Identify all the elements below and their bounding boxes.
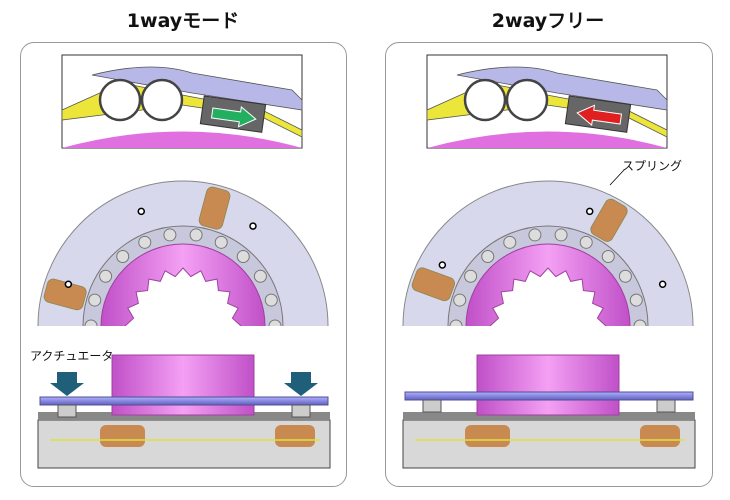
roller [481, 249, 495, 263]
inner-race [62, 131, 302, 148]
roller [264, 293, 278, 307]
pin [585, 207, 594, 216]
bolt [57, 404, 77, 418]
actuator-label: アクチュエータ [30, 349, 114, 363]
spring-side [640, 425, 680, 447]
pin [249, 222, 257, 230]
bolt [656, 399, 676, 413]
hub-side [111, 354, 255, 416]
actuator-plate [39, 396, 329, 406]
roller [140, 78, 184, 122]
hub-side [476, 354, 620, 416]
roller [116, 249, 130, 263]
clutch-ring [402, 180, 694, 326]
pin [658, 280, 667, 289]
spring-side [465, 425, 510, 447]
title-2way: 2wayフリー [491, 10, 605, 32]
roller [463, 78, 507, 122]
roller [579, 235, 593, 249]
spring-label: スプリング [622, 159, 683, 173]
roller [99, 269, 113, 283]
spring-side [275, 425, 315, 447]
pin [438, 261, 447, 269]
outer-race [456, 66, 668, 111]
spring-leader-line [609, 169, 625, 186]
spline-bore [489, 267, 607, 326]
pin [137, 207, 146, 216]
roller [618, 269, 632, 283]
roller [633, 319, 647, 326]
roller [236, 249, 250, 263]
roller [528, 228, 542, 242]
title-1way: 1wayモード [126, 10, 240, 32]
actuator-arrow-icon [50, 372, 84, 396]
roller [84, 319, 98, 326]
roller [98, 78, 142, 122]
bolt [291, 404, 311, 418]
base-plate [403, 412, 695, 420]
roller [464, 269, 478, 283]
roller [449, 319, 463, 326]
direction-arrow-icon [210, 105, 257, 128]
roller [503, 235, 517, 249]
spring-side [100, 425, 145, 447]
spring [590, 198, 628, 242]
roller [163, 228, 177, 242]
direction-arrow-icon [576, 104, 623, 127]
roller [268, 319, 282, 326]
roller [505, 78, 549, 122]
roller [214, 235, 228, 249]
inner-race [427, 131, 667, 148]
bolt [422, 399, 442, 413]
roller [453, 293, 467, 307]
spring [411, 267, 455, 302]
roller [554, 228, 568, 242]
actuator-arrow-icon [284, 372, 318, 396]
actuator-plate [404, 391, 694, 401]
roller [88, 293, 102, 307]
spring [198, 186, 231, 230]
pin [64, 280, 73, 289]
roller [138, 235, 152, 249]
roller [601, 249, 615, 263]
outer-race [91, 66, 303, 111]
roller [253, 269, 267, 283]
roller [629, 293, 643, 307]
clutch-ring [37, 180, 329, 326]
base-plate [38, 412, 330, 420]
roller [189, 228, 203, 242]
spline-bore [124, 267, 242, 326]
